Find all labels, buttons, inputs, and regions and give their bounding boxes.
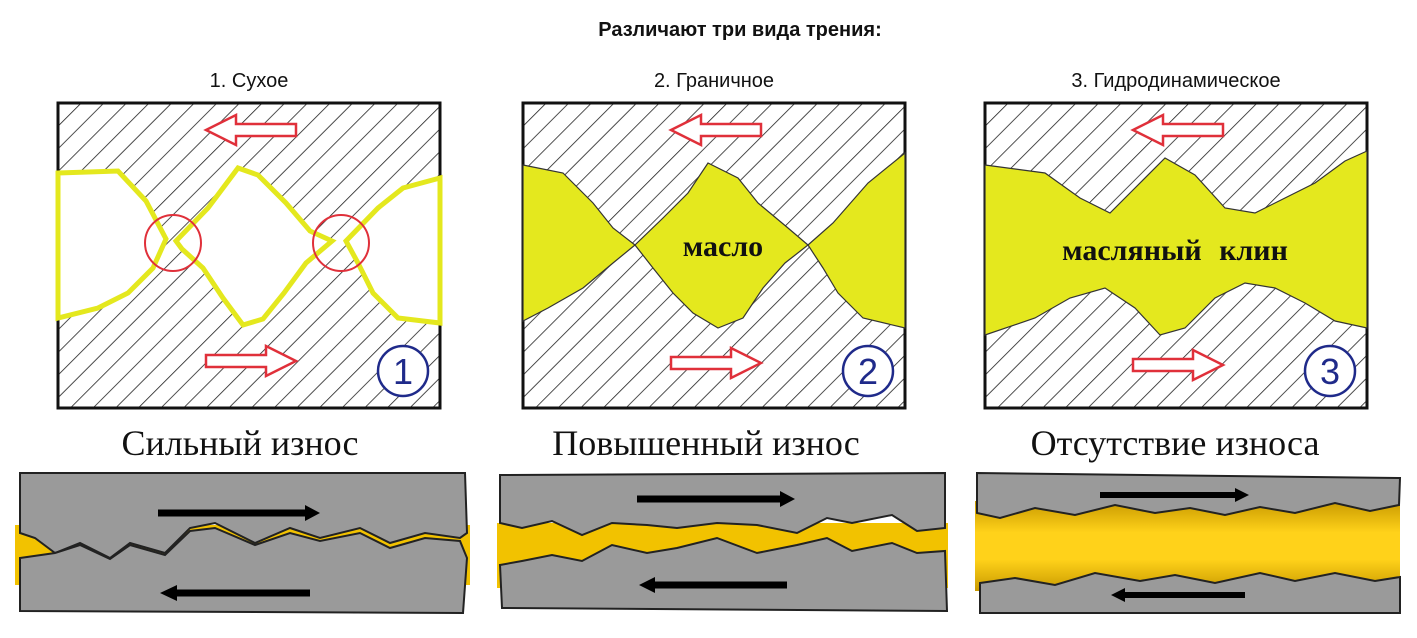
number-label: 2 bbox=[858, 351, 878, 392]
oil-wedge-label: масляный клин bbox=[1062, 234, 1288, 267]
oil-label: масло bbox=[683, 230, 763, 263]
oil-film bbox=[522, 151, 906, 329]
diagram-title: Различают три вида трения: bbox=[598, 19, 881, 41]
number-badge bbox=[841, 344, 895, 398]
number-badge bbox=[376, 344, 430, 398]
wear-caption: Отсутствие износа bbox=[1031, 423, 1320, 463]
panel-heading: 1. Сухое bbox=[210, 70, 289, 92]
panel-dry-friction: 1. Сухое 1 Сильный износ bbox=[55, 70, 443, 463]
wear-caption: Повышенный износ bbox=[552, 423, 860, 463]
number-label: 3 bbox=[1320, 351, 1340, 392]
wear-caption: Сильный износ bbox=[121, 423, 358, 463]
number-label: 1 bbox=[393, 351, 413, 392]
panel-heading: 3. Гидродинамическое bbox=[1071, 70, 1280, 92]
surface-contact-hydrodynamic bbox=[975, 471, 1402, 614]
oil-wedge bbox=[984, 150, 1368, 336]
dry-gaps bbox=[55, 165, 443, 328]
surface-contact-boundary bbox=[497, 471, 949, 613]
surface-contact-dry bbox=[15, 472, 470, 615]
panel-hydrodynamic-friction: 3. Гидродинамическое масляный клин 3 Отс… bbox=[983, 70, 1369, 463]
panel-boundary-friction: 2. Граничное масло 2 Повышенный износ bbox=[521, 70, 907, 463]
panel-heading: 2. Граничное bbox=[654, 70, 774, 92]
contact-point-circle bbox=[312, 214, 370, 272]
number-badge bbox=[1303, 344, 1357, 398]
contact-point-circle bbox=[144, 214, 202, 272]
